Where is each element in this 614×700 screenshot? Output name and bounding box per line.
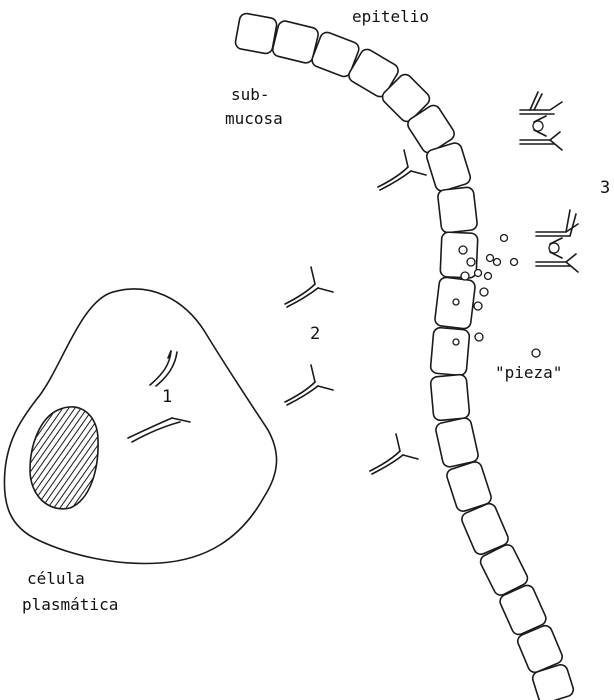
label-number-2: 2 [310, 324, 320, 344]
label-epitelio: epitelio [352, 7, 429, 26]
piece-circle [494, 259, 501, 266]
antibody-submucosa [378, 150, 426, 190]
piece-circle [487, 255, 494, 262]
label-number-1: 1 [162, 387, 172, 407]
epithelial-cell [430, 327, 470, 376]
antibody-intracellular [128, 418, 190, 442]
antibodies-intracellular [128, 351, 190, 442]
piece-circle [475, 333, 483, 341]
antibodies-lumen [520, 92, 578, 272]
label-submucosa-line2: mucosa [225, 109, 283, 128]
antibody-intracellular [150, 351, 177, 386]
piece-circle [474, 302, 482, 310]
label-submucosa-line1: sub- [231, 85, 270, 104]
antibody-submucosa [285, 267, 333, 307]
epithelial-cell [234, 12, 277, 54]
piece-circle [461, 272, 469, 280]
antibody-submucosa [370, 434, 418, 474]
secretory-antibody [536, 210, 578, 272]
epithelial-cell [430, 374, 470, 421]
epithelium-chain [234, 12, 575, 700]
label-celula-line1: célula [27, 569, 85, 588]
piece-circle [453, 299, 459, 305]
epithelial-cell [425, 141, 472, 192]
antibody-submucosa [285, 365, 333, 405]
piece-circle [501, 235, 508, 242]
secretory-antibody [520, 92, 562, 150]
epithelial-cell [435, 417, 480, 468]
epithelial-cell [437, 187, 478, 234]
label-pieza: "pieza" [495, 363, 562, 382]
antibodies-submucosa [285, 150, 426, 474]
piece-circle [475, 270, 482, 277]
piece-circle [453, 339, 459, 345]
piece-circle [480, 288, 488, 296]
piece-circle [459, 246, 467, 254]
piece-circle [511, 259, 518, 266]
label-celula-line2: plasmática [22, 595, 118, 614]
piece-circle [485, 273, 492, 280]
piece-circle-legend [532, 349, 540, 357]
label-number-3: 3 [600, 178, 610, 198]
epithelial-cell [440, 232, 478, 278]
piece-circle [467, 258, 475, 266]
plasma-cell [4, 289, 276, 564]
nucleus [30, 407, 98, 509]
